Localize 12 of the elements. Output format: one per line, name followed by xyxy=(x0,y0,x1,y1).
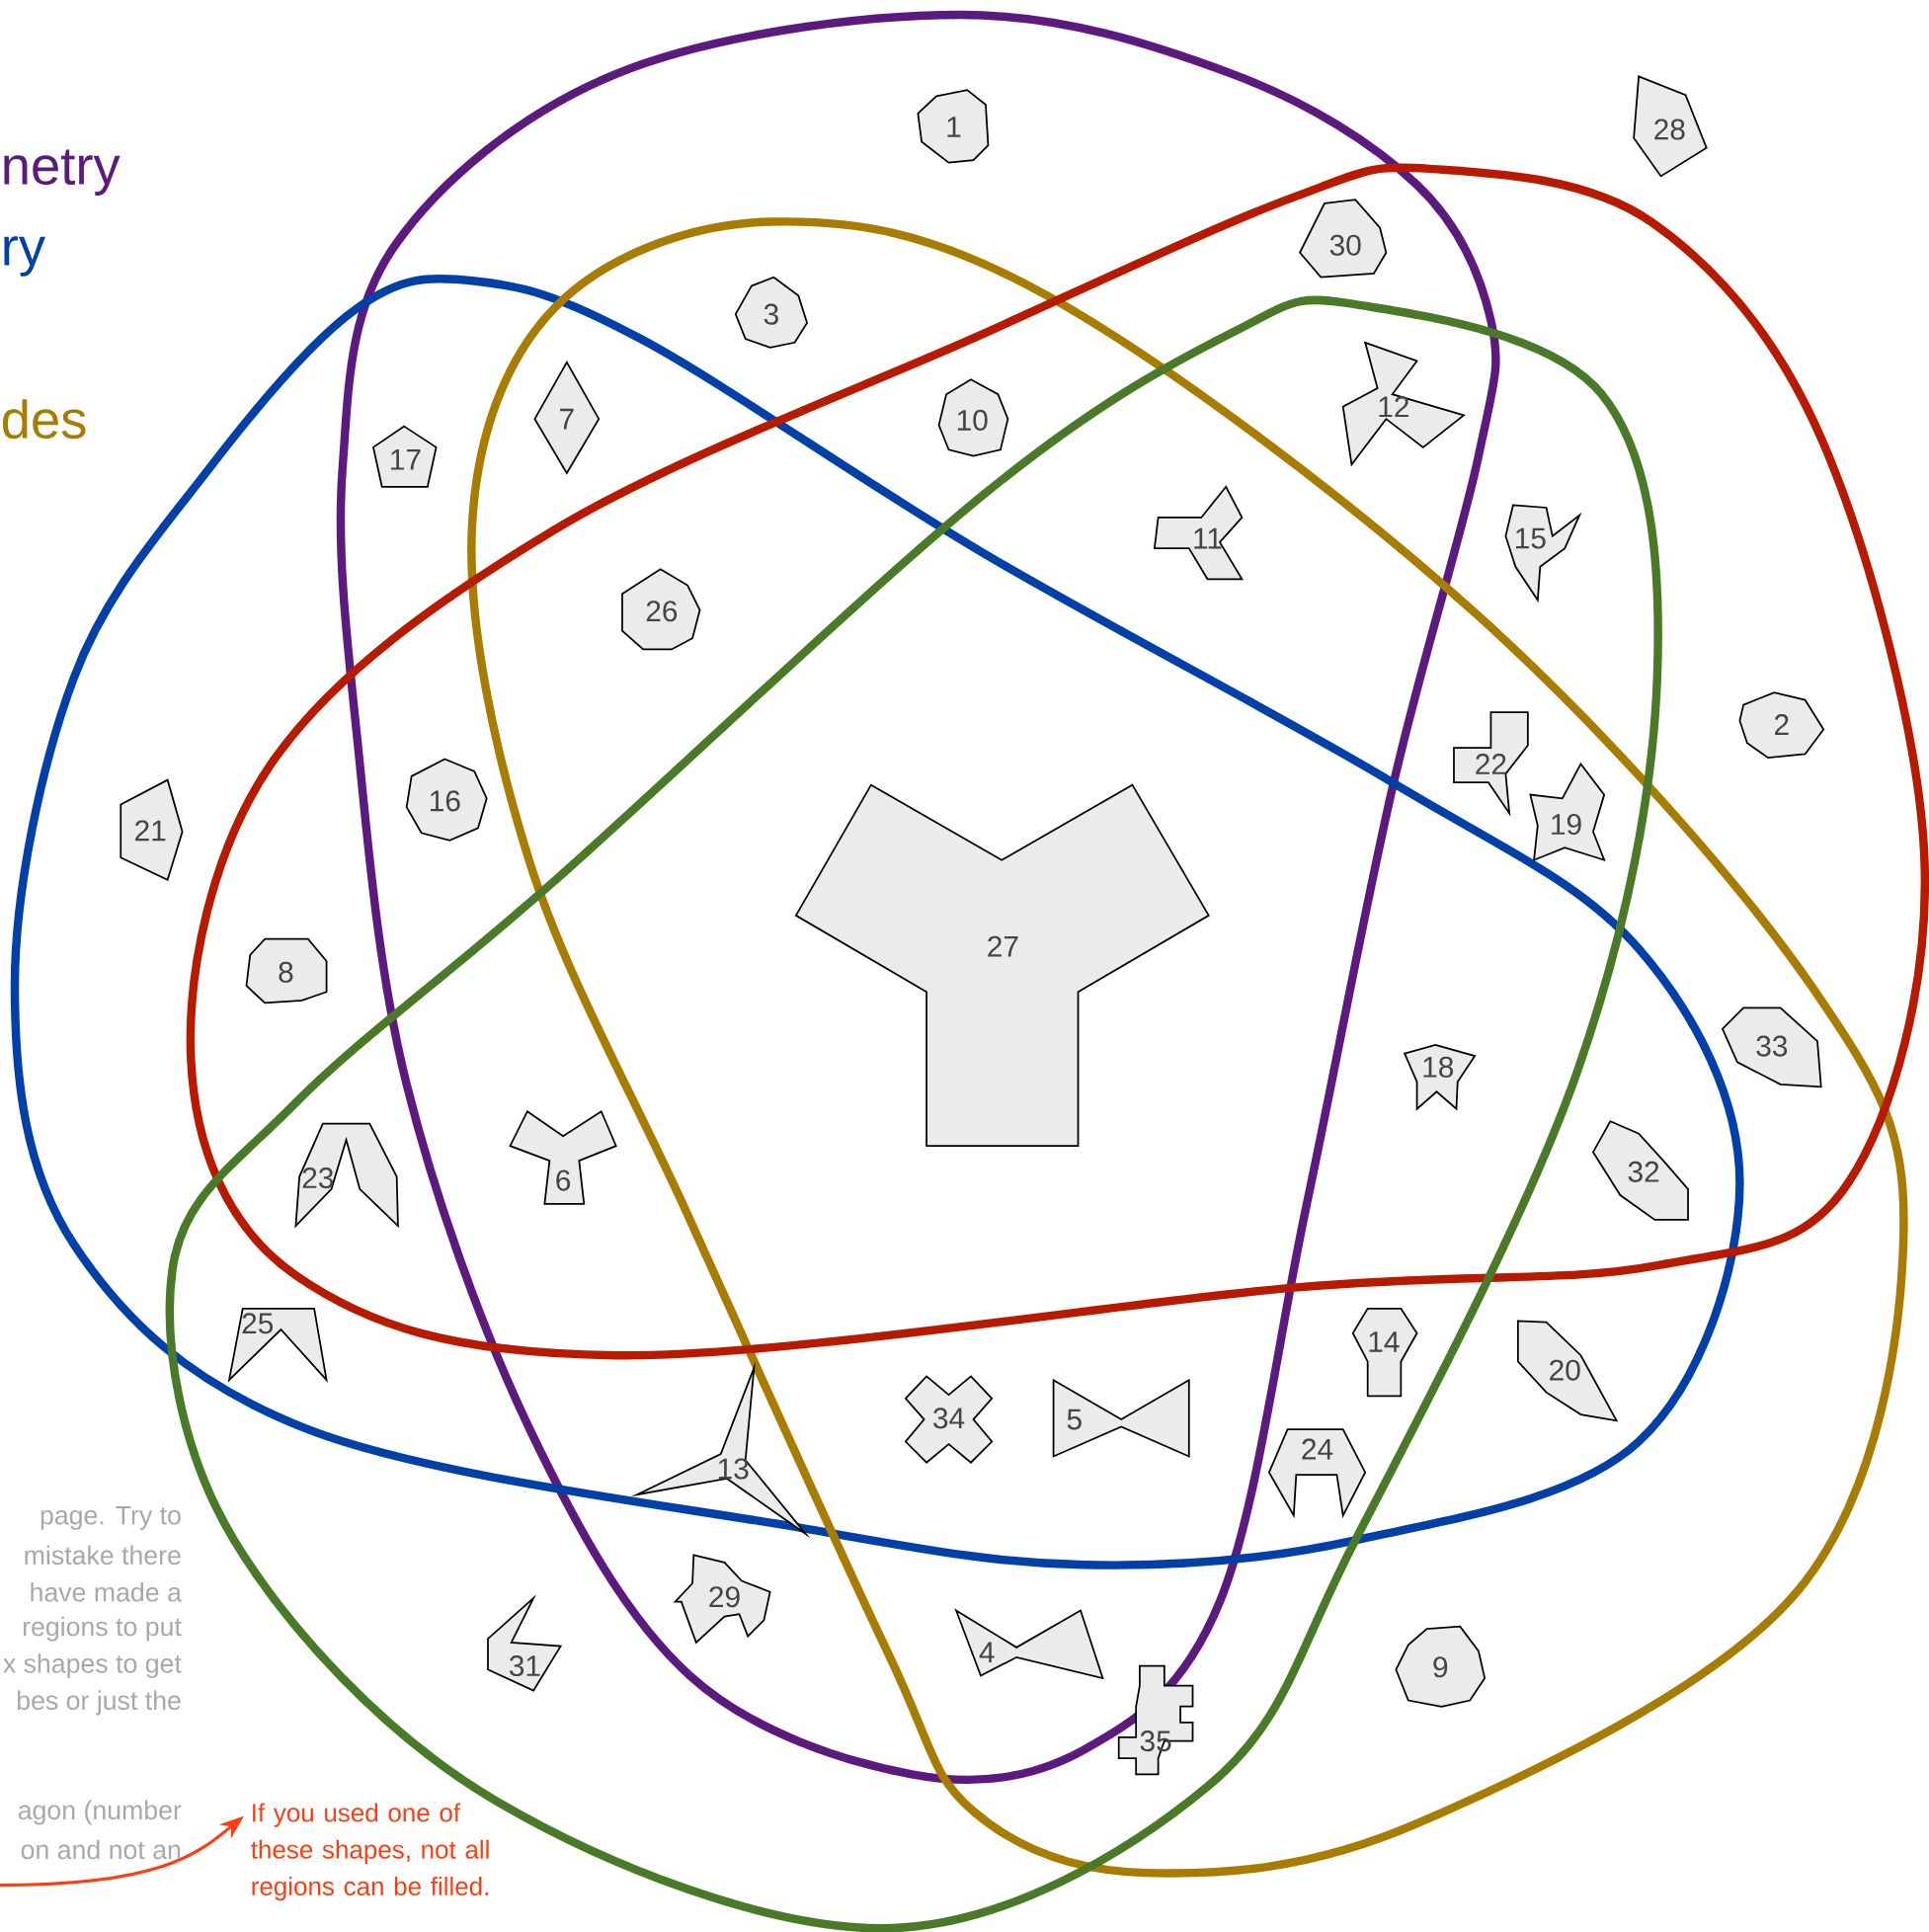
note-text: page. Try to xyxy=(40,1505,181,1530)
curve-name: des xyxy=(2,399,86,440)
note-text: regions to put xyxy=(23,1616,182,1642)
note-text: x shapes to get xyxy=(2,1653,182,1679)
note-text: have made a xyxy=(31,1581,182,1602)
note-text: If you used one of these shapes, not all regions can be filled. xyxy=(250,1803,489,1901)
curve-name: netry xyxy=(4,149,121,196)
curve-name: ry xyxy=(4,236,45,277)
note-text: mistake there xyxy=(25,1545,181,1566)
note-text: bes or just the xyxy=(17,1690,181,1716)
note-text: on and not an xyxy=(21,1839,180,1860)
note-text: agon (number xyxy=(18,1800,182,1825)
